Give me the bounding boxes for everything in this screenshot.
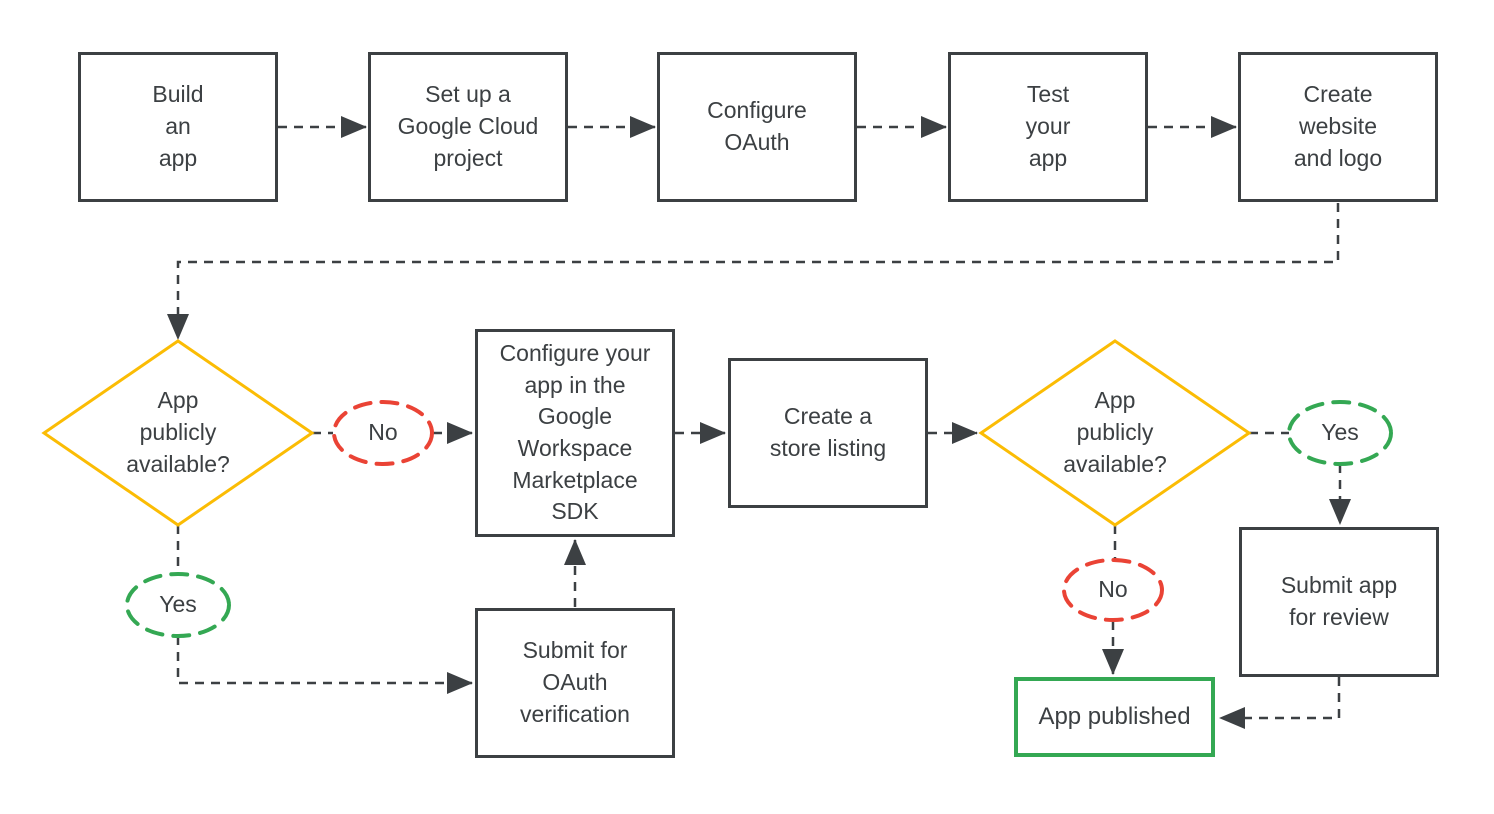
node-build-app: Build an app bbox=[78, 52, 278, 202]
node-test-app-label: Test your app bbox=[1025, 81, 1071, 171]
connector-submit-review-to-published bbox=[1219, 677, 1341, 729]
node-configure-oauth: Configure OAuth bbox=[657, 52, 857, 202]
node-configure-marketplace-sdk-label: Configure your app in the Google Workspa… bbox=[499, 339, 651, 525]
node-create-website-logo-label: Create website and logo bbox=[1293, 81, 1383, 171]
node-create-store-listing-label: Create a store listing bbox=[769, 403, 887, 461]
node-create-store-listing: Create a store listing bbox=[728, 358, 928, 508]
connector-website-to-decision1 bbox=[167, 203, 1340, 340]
decision2-diamond bbox=[978, 339, 1252, 527]
node-configure-oauth-label: Configure OAuth bbox=[707, 97, 807, 155]
yes1-oval bbox=[125, 572, 231, 638]
no1-oval bbox=[332, 400, 434, 466]
node-build-app-label: Build an app bbox=[152, 81, 204, 171]
decision1-diamond bbox=[41, 339, 315, 527]
node-submit-oauth-verification-label: Submit for OAuth verification bbox=[520, 637, 630, 727]
node-submit-oauth-verification: Submit for OAuth verification bbox=[475, 608, 675, 758]
node-submit-app-review: Submit app for review bbox=[1239, 527, 1439, 677]
connector-yes1-to-submit-oauth bbox=[176, 636, 473, 694]
node-setup-cloud-project-label: Set up a Google Cloud project bbox=[397, 81, 539, 171]
node-submit-app-review-label: Submit app for review bbox=[1280, 572, 1398, 630]
node-test-app: Test your app bbox=[948, 52, 1148, 202]
node-configure-marketplace-sdk: Configure your app in the Google Workspa… bbox=[475, 329, 675, 537]
node-create-website-logo: Create website and logo bbox=[1238, 52, 1438, 202]
node-app-published-label: App published bbox=[1038, 703, 1191, 731]
no2-oval bbox=[1062, 558, 1164, 622]
node-setup-cloud-project: Set up a Google Cloud project bbox=[368, 52, 568, 202]
node-app-published: App published bbox=[1014, 677, 1215, 757]
yes2-oval bbox=[1287, 400, 1393, 466]
